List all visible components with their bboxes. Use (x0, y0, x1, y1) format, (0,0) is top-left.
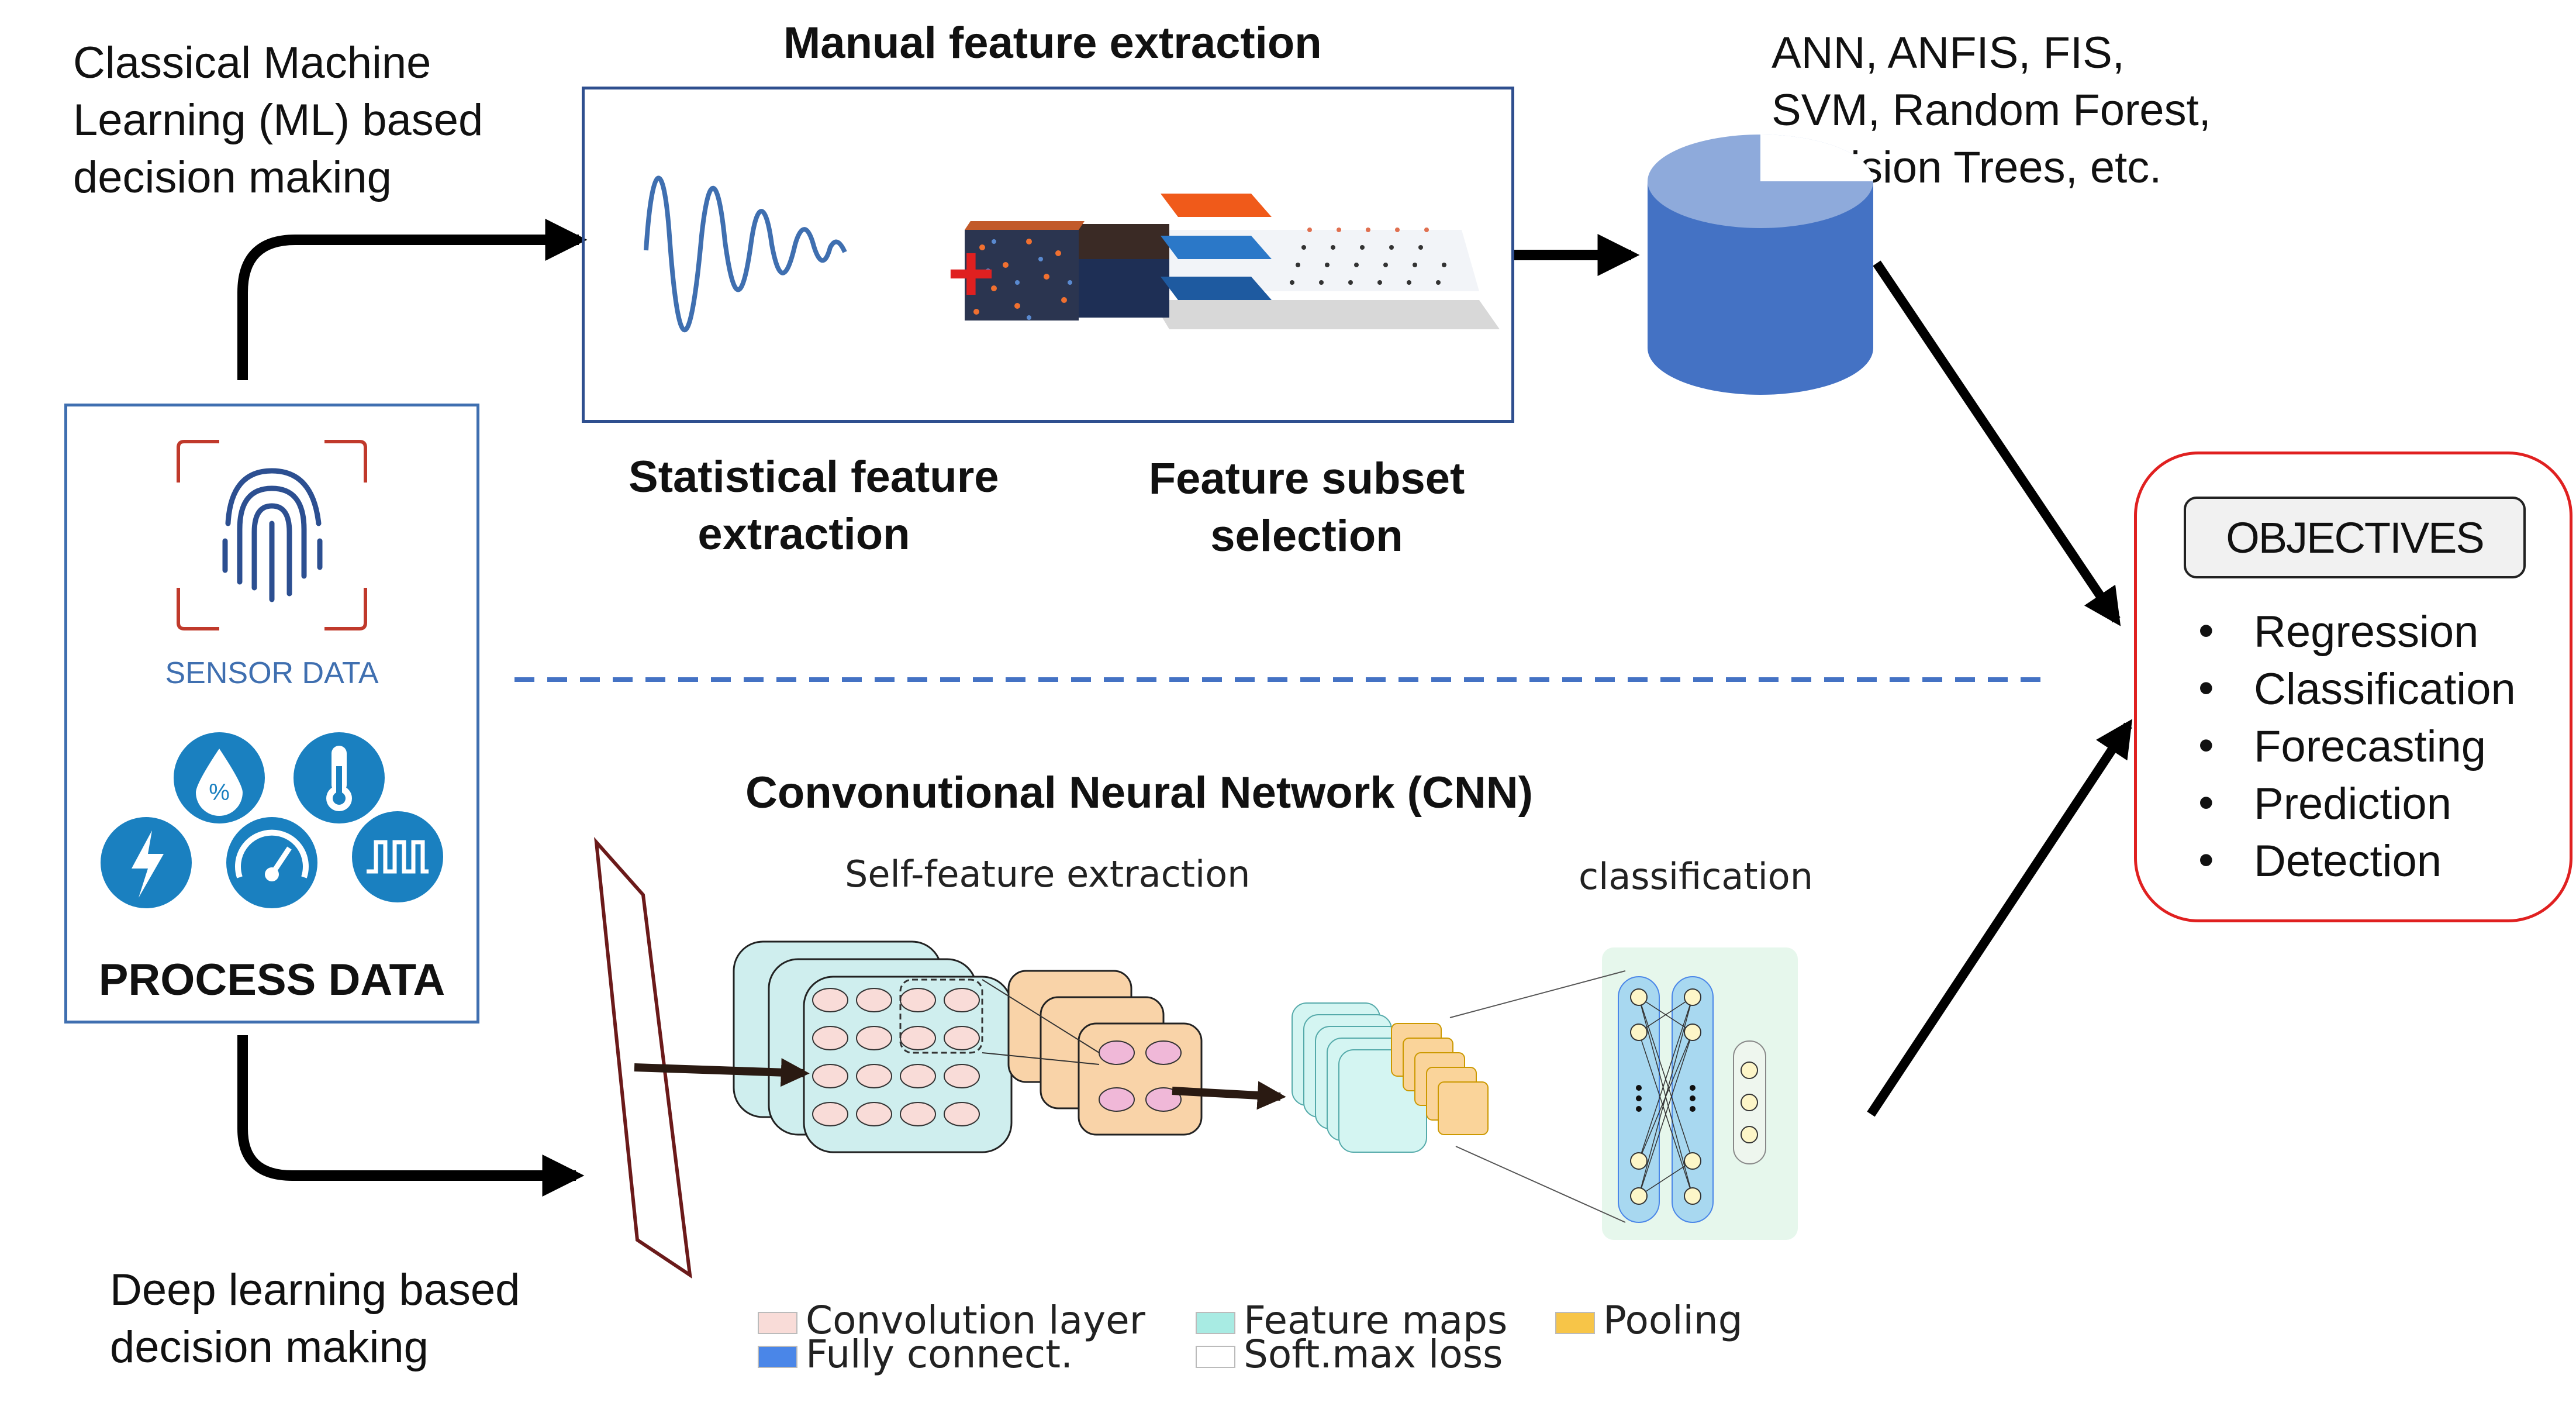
self-feature-label: Self-feature extraction (845, 853, 1251, 895)
legend-softmax: Soft.max loss (1196, 1335, 1503, 1374)
ml-heading-line-2: Learning (ML) based (73, 95, 484, 145)
bullet-icon: • (2198, 835, 2214, 885)
legend-label-feature-maps: Feature maps (1244, 1298, 1508, 1343)
legend-feature-maps: Feature maps (1196, 1301, 1507, 1340)
plus-sign: + (947, 227, 995, 319)
objective-item: Regression (2254, 607, 2479, 657)
signal-waveform (644, 175, 847, 333)
arrow-to-cnn (237, 1035, 585, 1197)
legend-label-pooling: Pooling (1603, 1298, 1743, 1343)
bullet-icon: • (2198, 721, 2214, 770)
cnn-title: Convonutional Neural Network (CNN) (745, 768, 1533, 818)
bullet-icon: • (2198, 663, 2214, 713)
manual-feature-graphics (644, 175, 1500, 333)
legend-fully-connect: Fully connect. (758, 1335, 1073, 1374)
objectives-title: OBJECTIVES (2226, 513, 2485, 562)
humidity-icon: % (174, 732, 265, 823)
arrow-cnn-to-objectives (1867, 719, 2133, 1117)
manual-title: Manual feature extraction (783, 18, 1322, 68)
fully-connected-network (1449, 947, 1798, 1240)
statistical-label-line-1: Statistical feature (629, 452, 999, 502)
legend-swatch-pooling (1555, 1311, 1595, 1334)
legend-swatch-fully-connect (758, 1345, 797, 1368)
ml-heading-line-1: Classical Machine (73, 38, 431, 88)
legend-label-softmax: Soft.max loss (1244, 1332, 1503, 1377)
feature-maps-stack (1292, 1002, 1489, 1153)
objective-item: Prediction (2254, 779, 2451, 829)
data-sources-panel: SENSOR DATA % PROCESS DATA (64, 404, 479, 1024)
process-data-label: PROCESS DATA (98, 955, 446, 1005)
process-icons: % (101, 732, 443, 908)
legend-swatch-feature-maps (1196, 1311, 1235, 1334)
subset-label-line-1: Feature subset (1148, 454, 1465, 504)
objectives-panel: OBJECTIVES • Regression • Classification… (2134, 452, 2572, 922)
manual-feature-box: + (582, 87, 1514, 423)
feature-subset-graphic (965, 194, 1500, 329)
legend-label-convolution: Convolution layer (806, 1298, 1145, 1343)
cnn-arrow-2 (1172, 1081, 1286, 1110)
ml-heading-line-3: decision making (73, 153, 392, 202)
conv-layer-stack (733, 940, 1013, 1153)
models-cylinder-icon (1648, 135, 1873, 395)
models-line-1: ANN, ANFIS, FIS, (1772, 28, 2125, 78)
legend-swatch-softmax (1196, 1345, 1235, 1368)
gauge-icon (226, 817, 317, 908)
arrow-to-manual (237, 219, 588, 380)
cnn-arrow-1 (634, 1058, 810, 1087)
pooling-stack (982, 970, 1203, 1136)
sensor-data-label: SENSOR DATA (165, 656, 379, 690)
subset-label-line-2: selection (1210, 511, 1403, 561)
models-line-2: SVM, Random Forest, (1772, 85, 2211, 135)
legend-pooling: Pooling (1555, 1301, 1743, 1340)
legend-swatch-convolution (758, 1311, 797, 1334)
legend-convolution: Convolution layer (758, 1301, 1145, 1340)
objective-item: Forecasting (2254, 722, 2487, 771)
statistical-label-line-2: extraction (697, 509, 910, 559)
objectives-title-box: OBJECTIVES (2184, 497, 2526, 578)
classification-label: classification (1579, 855, 1814, 898)
cnn-diagram (594, 837, 1798, 1279)
objective-item: Detection (2254, 836, 2442, 886)
fingerprint-icon (177, 440, 367, 630)
dl-heading-line-2: decision making (110, 1322, 429, 1372)
arrow-models-to-objectives (1873, 260, 2121, 626)
svg-text:%: % (209, 780, 230, 805)
bullet-icon: • (2198, 778, 2214, 828)
objective-item: Classification (2254, 664, 2516, 714)
thermometer-icon (293, 732, 385, 823)
dl-heading-line-1: Deep learning based (110, 1265, 520, 1315)
cnn-input-plane (594, 837, 692, 1279)
bullet-icon: • (2198, 606, 2214, 656)
lightning-icon (101, 817, 192, 908)
legend-label-fully-connect: Fully connect. (806, 1332, 1073, 1377)
pulse-signal-icon (352, 811, 443, 902)
